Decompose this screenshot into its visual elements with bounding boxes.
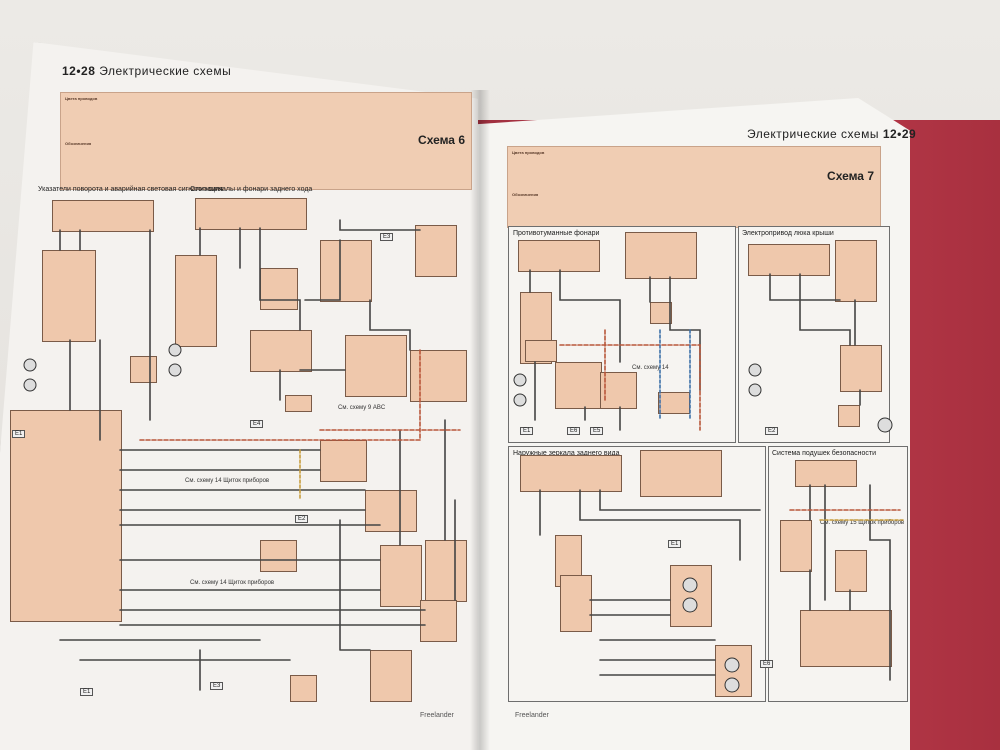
lamp-block <box>415 225 457 277</box>
right-note-2: См. схему 15 Щиток приборов <box>820 520 905 526</box>
right-panel-2-title: Электропривод люка крыши <box>742 230 834 237</box>
left-footer: Freelander <box>420 712 454 719</box>
module-block <box>250 330 312 372</box>
left-panel-1-title: Указатели поворота и аварийная световая … <box>38 186 223 193</box>
right-page-header: Электрические схемы 12•29 <box>747 127 916 141</box>
lamp-block <box>370 650 412 702</box>
right-page-number: 12•29 <box>882 127 917 141</box>
switch-small <box>285 395 312 412</box>
switch-block <box>640 450 722 497</box>
right-panel-4-title: Система подушек безопасности <box>772 450 877 457</box>
ground-label: E6 <box>760 660 774 668</box>
left-legend-title: Цвета проводов <box>65 96 98 101</box>
left-note-1: См. схему 14 Щиток приборов <box>185 478 270 484</box>
fuse-small <box>525 340 557 362</box>
left-page-title: Электрические схемы <box>99 64 232 78</box>
motor-block <box>840 345 882 392</box>
control-block <box>195 198 307 230</box>
relay-block <box>795 460 857 487</box>
left-scheme-label: Схема 6 <box>418 133 465 147</box>
switch-small <box>838 405 860 427</box>
right-footer: Freelander <box>515 712 549 719</box>
module-block <box>260 268 298 310</box>
switch-block <box>42 250 96 342</box>
switch-block <box>560 575 592 632</box>
panel-block-large <box>10 410 122 622</box>
right-panel-3-title: Наружные зеркала заднего вида <box>513 450 620 457</box>
switch-block <box>625 232 697 279</box>
fuse-block <box>780 520 812 572</box>
ground-label: E1 <box>80 688 94 696</box>
ground-label: E4 <box>250 420 264 428</box>
ground-label: E1 <box>668 540 682 548</box>
fuse-block <box>175 255 217 347</box>
lamp-block <box>600 372 637 409</box>
switch-small <box>290 675 317 702</box>
right-page-title: Электрические схемы <box>747 127 879 141</box>
ground-label: E1 <box>12 430 26 438</box>
relay-block <box>52 200 154 232</box>
lamp-block <box>420 600 457 642</box>
right-legend-title: Цвета проводов <box>512 150 545 155</box>
ground-label: E3 <box>380 233 394 241</box>
relay-block <box>520 455 622 492</box>
airbag-module <box>835 550 867 592</box>
switch-small <box>130 356 157 383</box>
lamp-block <box>555 362 602 409</box>
ground-label: E1 <box>520 427 534 435</box>
book-gutter <box>470 90 490 750</box>
ground-label: E6 <box>567 427 581 435</box>
left-panel-2-title: Стоп-сигналы и фонари заднего хода <box>190 186 313 193</box>
right-legend-subtitle: Обозначения <box>512 192 539 197</box>
ground-label: E2 <box>295 515 309 523</box>
right-panel-1-title: Противотуманные фонари <box>513 230 600 237</box>
relay-block <box>748 244 830 276</box>
left-page-number: 12•28 <box>62 64 96 78</box>
relay-block <box>518 240 600 272</box>
switch-small <box>650 302 672 324</box>
right-legend-box: Цвета проводов Обозначения Схема 7 <box>507 146 881 228</box>
ground-label: E5 <box>590 427 604 435</box>
lamp-block <box>380 545 422 607</box>
left-note-2: См. схему 14 Щиток приборов <box>190 580 275 586</box>
module-block <box>320 240 372 302</box>
ground-label: E2 <box>765 427 779 435</box>
left-page-header: 12•28 Электрические схемы <box>62 64 231 78</box>
left-legend-subtitle: Обозначения <box>65 141 92 146</box>
module-block <box>835 240 877 302</box>
connector-block <box>260 540 297 572</box>
left-note-3: См. схему 9 ABC <box>338 405 386 411</box>
module-block <box>345 335 407 397</box>
mirror-motor-block <box>670 565 712 627</box>
left-legend-box: Цвета проводов Обозначения Схема 6 <box>60 92 472 190</box>
right-note-1: См. схему 14 <box>632 365 669 371</box>
airbag-module <box>800 610 892 667</box>
ground-label: E3 <box>210 682 224 690</box>
right-scheme-label: Схема 7 <box>827 169 874 183</box>
